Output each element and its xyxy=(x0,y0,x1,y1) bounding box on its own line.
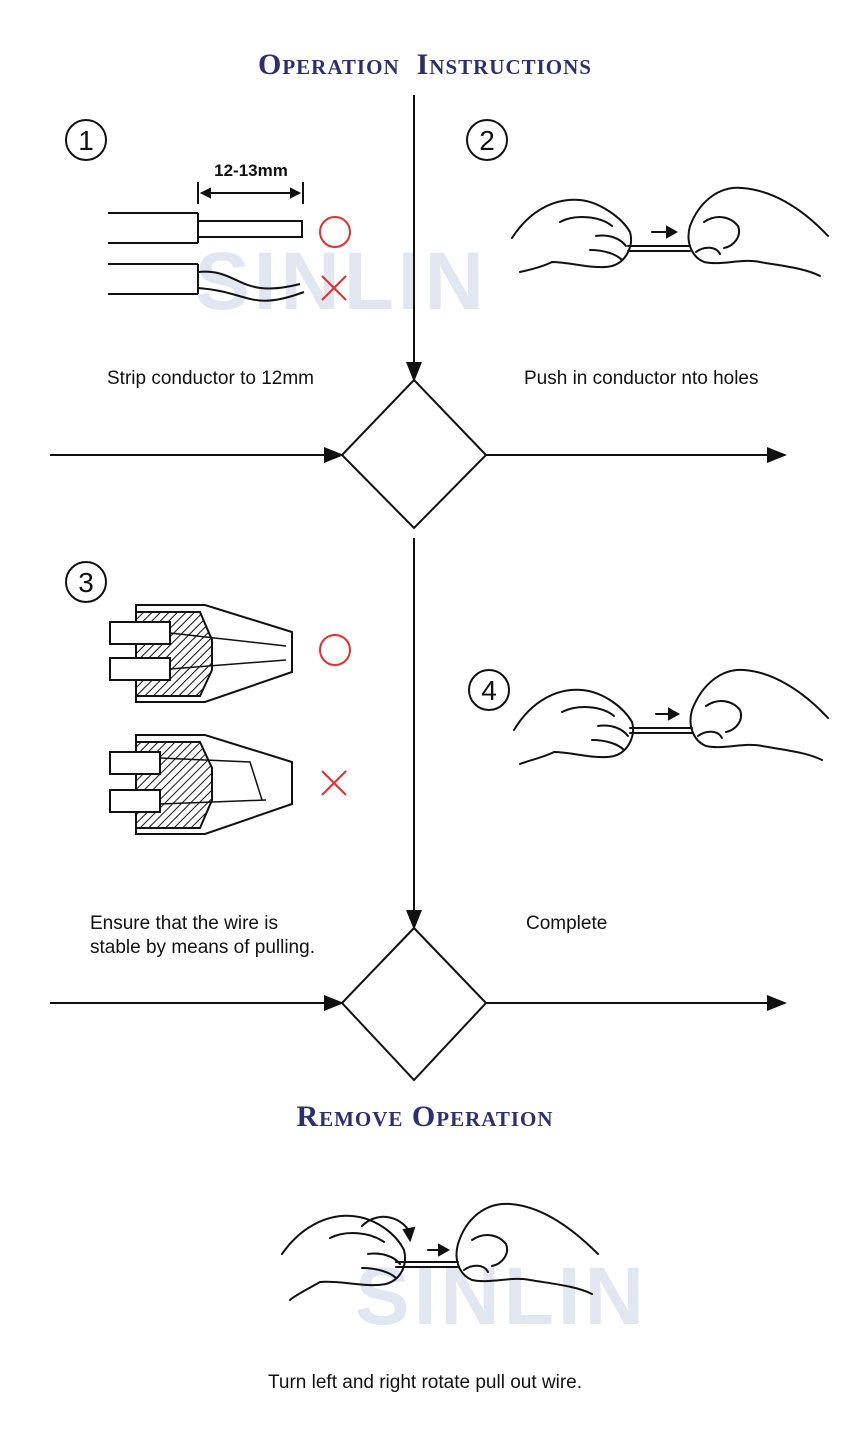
step-2-number: 2 xyxy=(479,125,495,156)
step-3-caption-line1: Ensure that the wire is xyxy=(90,913,278,934)
hand-icon xyxy=(691,668,829,719)
step-4-hand-illustration xyxy=(513,668,829,765)
step-3-caption-line2: stable by means of pulling. xyxy=(90,937,315,958)
step-1-illustration xyxy=(108,182,305,302)
step-1-number: 1 xyxy=(78,125,94,156)
hand-icon xyxy=(511,198,632,273)
step-4-circle xyxy=(468,669,510,711)
remove-operation-title: Remove Operation xyxy=(296,1100,554,1133)
diamond-bottom xyxy=(340,926,488,1082)
hand-icon xyxy=(689,186,829,237)
correct-circle-icon xyxy=(319,634,351,666)
wrong-cross-icon xyxy=(321,275,347,301)
step-4-caption: Complete xyxy=(526,913,608,934)
step-3-illustration xyxy=(109,604,293,835)
flow-lines xyxy=(50,95,787,1082)
hand-icon xyxy=(457,1202,599,1255)
step-number-circles xyxy=(65,119,510,711)
step-3-circle xyxy=(65,561,107,603)
page-title: Operation Instructions xyxy=(257,48,592,81)
step-1-dimension-label: 12-13mm xyxy=(214,161,288,180)
remove-hand-illustration xyxy=(281,1202,599,1301)
hand-icon xyxy=(281,1214,406,1301)
step-4-number: 4 xyxy=(481,675,497,706)
correct-circle-icon xyxy=(319,216,351,248)
hand-icon xyxy=(513,688,634,765)
remove-caption: Turn left and right rotate pull out wire… xyxy=(267,1372,582,1393)
step-3-number: 3 xyxy=(78,567,94,598)
diamond-top xyxy=(340,378,488,530)
step-2-caption: Push in conductor nto holes xyxy=(524,368,759,389)
step-2-circle xyxy=(466,119,508,161)
wrong-cross-icon xyxy=(321,770,347,796)
step-1-caption: Strip conductor to 12mm xyxy=(107,368,314,389)
step-1-circle xyxy=(65,119,107,161)
step-2-hand-illustration xyxy=(511,186,829,277)
